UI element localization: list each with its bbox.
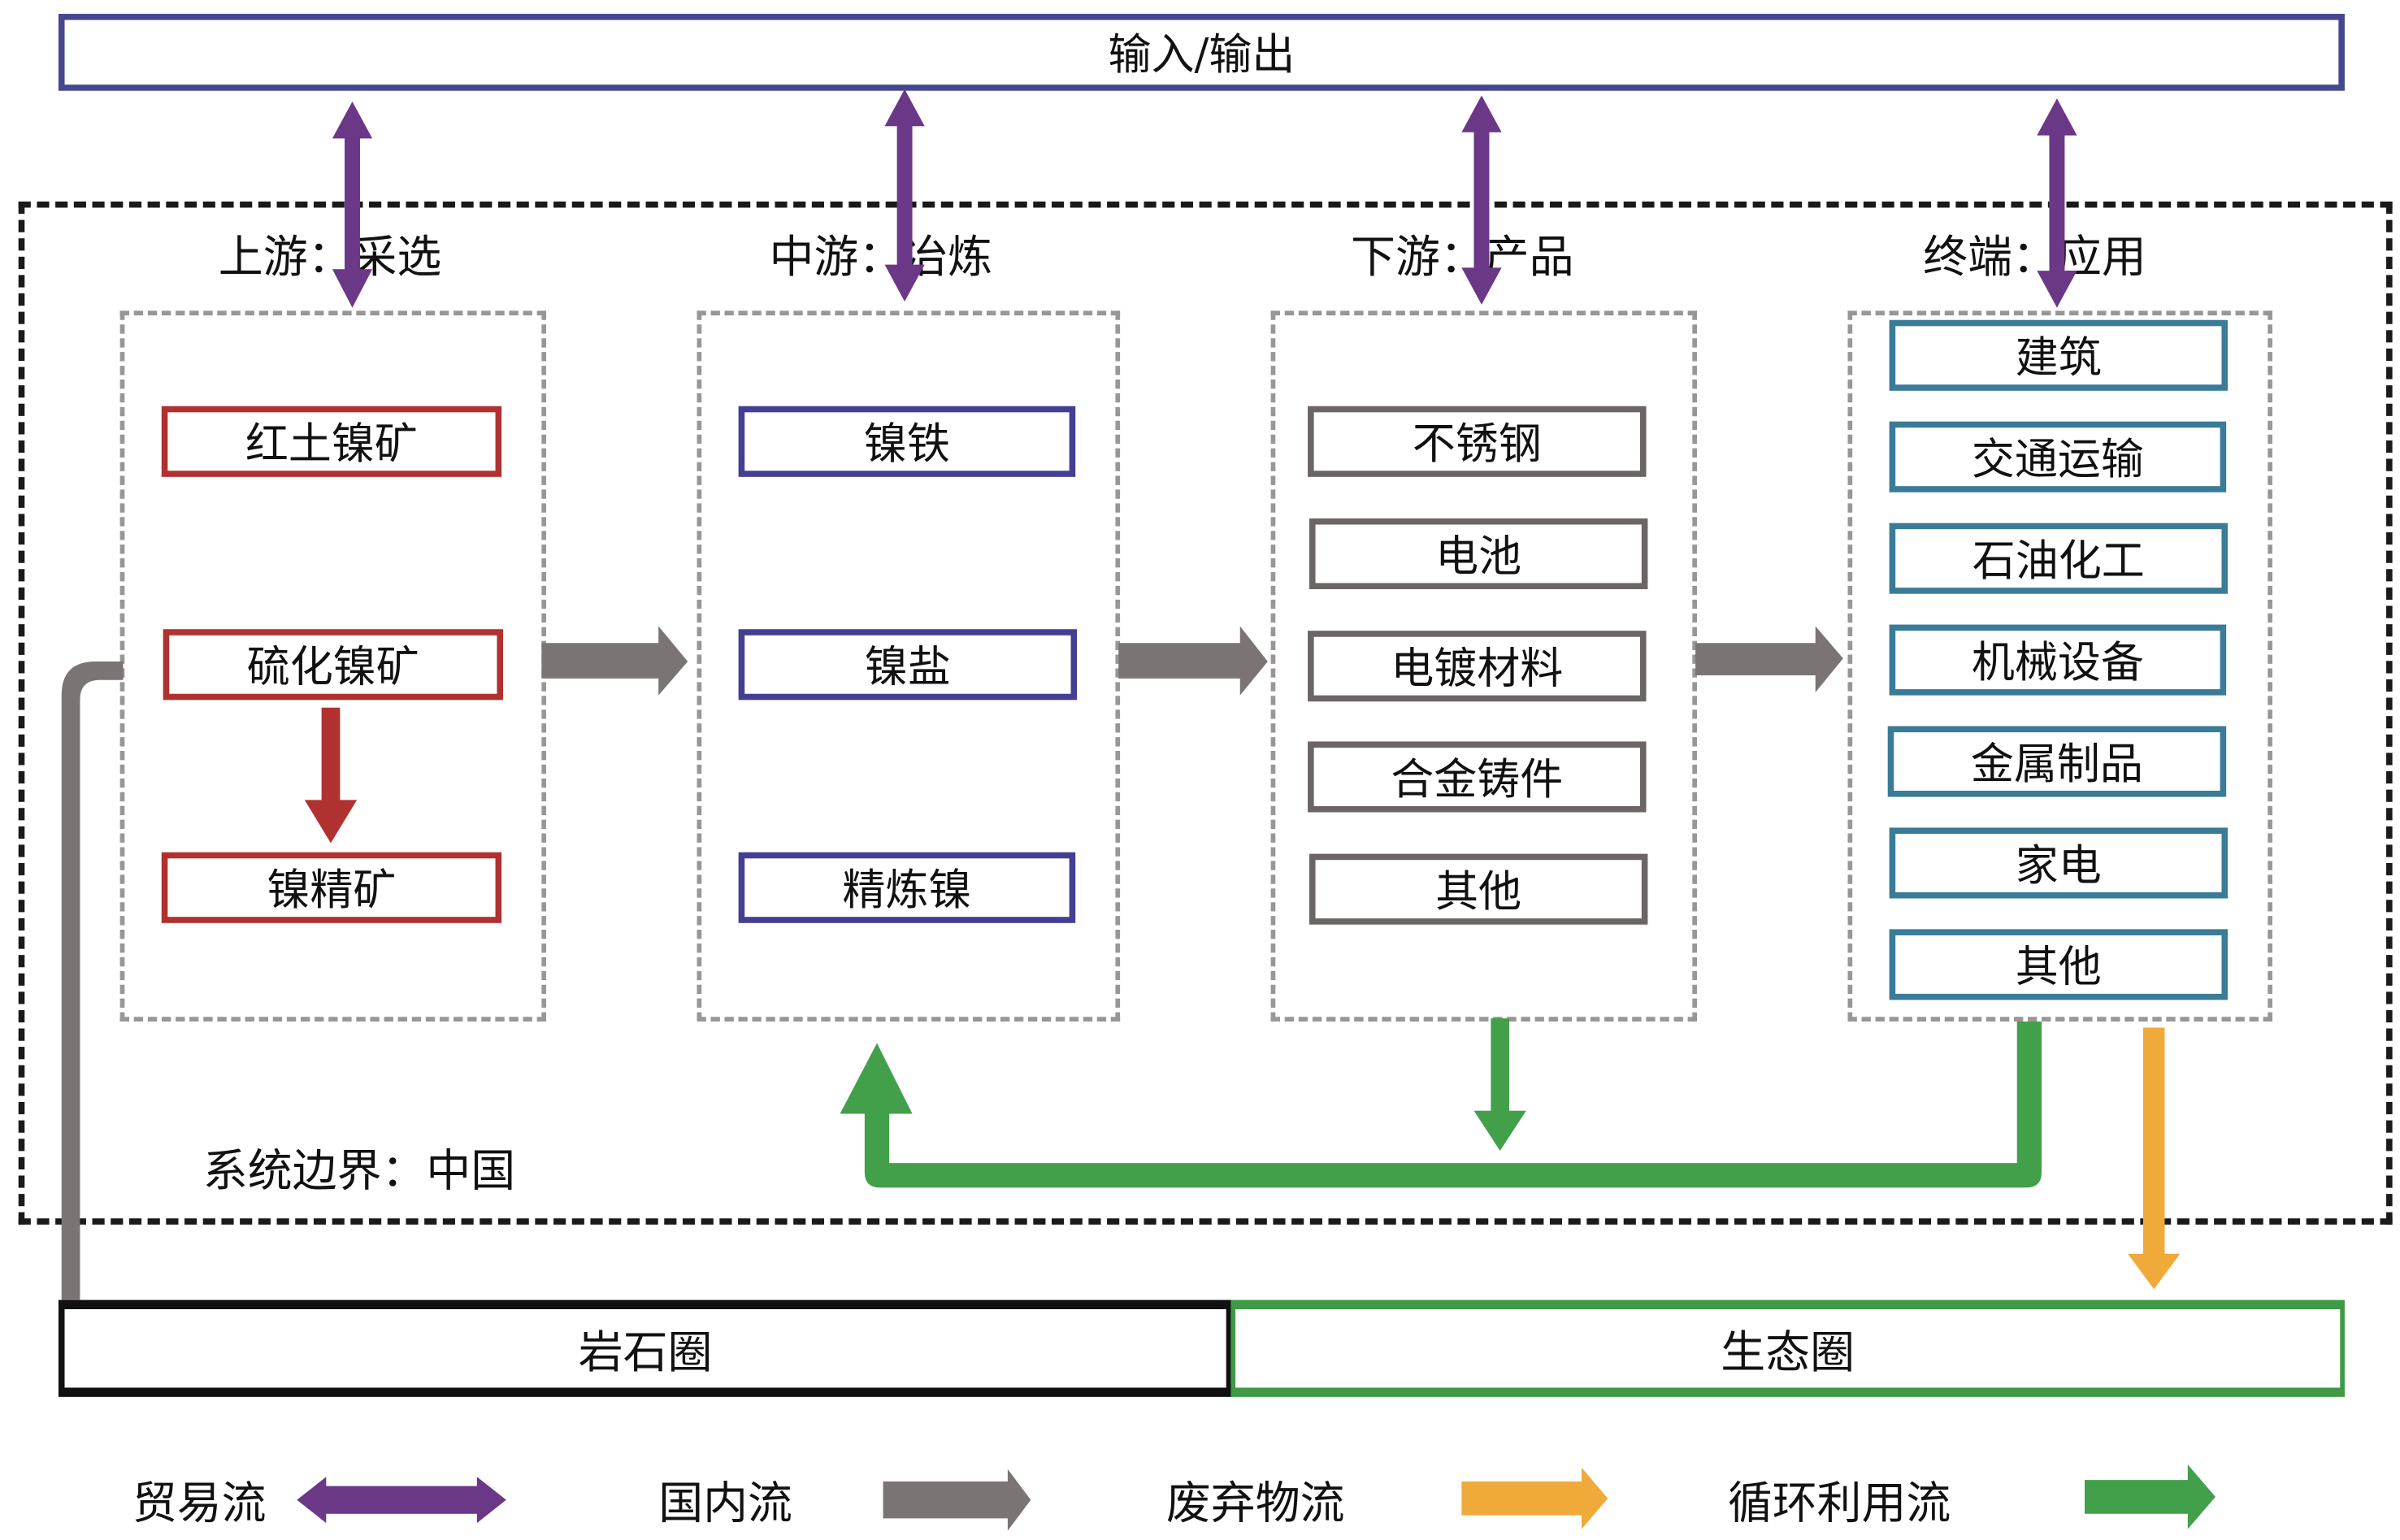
domestic-arrow-1: [541, 626, 688, 696]
domestic-arrow-3: [1695, 626, 1843, 692]
recycle-arrow-down: [1473, 1018, 1526, 1151]
stage-title-downstream: 下游：产品: [1351, 230, 1574, 284]
waste-arrow: [2128, 1027, 2181, 1290]
trade-arrow-terminal: [2037, 98, 2077, 308]
node-other-applications: 其他: [1889, 929, 2229, 1000]
node-laterite-ore: 红土镍矿: [161, 406, 502, 477]
system-boundary-label: 系统边界：中国: [202, 1144, 516, 1197]
node-nickel-salt: 镍盐: [738, 629, 1078, 701]
stage-title-upstream: 上游：采选: [218, 230, 442, 284]
node-refined-nickel: 精炼镍: [738, 852, 1076, 923]
legend-waste-icon: [1461, 1467, 1608, 1529]
trade-flow-arrows: [332, 89, 2077, 308]
trade-arrow-upstream: [332, 101, 373, 308]
group-terminal: [1847, 310, 2272, 1022]
node-construction: 建筑: [1889, 319, 2229, 391]
domestic-return-pipe: [61, 661, 124, 1300]
node-sulfide-ore: 硫化镍矿: [163, 629, 504, 701]
legend-recycle-icon: [2085, 1464, 2216, 1529]
node-petrochemical: 石油化工: [1889, 523, 2229, 594]
legend-trade-icon: [297, 1477, 506, 1524]
biosphere-box: 生态圈: [1230, 1299, 2345, 1397]
legend-domestic-label: 国内流: [658, 1477, 792, 1529]
domestic-arrow-2: [1118, 626, 1268, 696]
node-metal-products: 金属制品: [1887, 726, 2227, 797]
node-battery: 电池: [1308, 518, 1648, 590]
group-downstream: [1270, 310, 1697, 1022]
node-alloy-castings: 合金铸件: [1308, 741, 1647, 813]
legend-waste-label: 废弃物流: [1165, 1477, 1345, 1529]
stage-title-midstream: 中游：冶炼: [769, 230, 993, 284]
recycle-flow-arrows: [840, 1018, 2042, 1188]
domestic-flow-arrows: [61, 626, 1843, 1300]
trade-arrow-downstream: [1461, 95, 1502, 305]
legend-domestic-icon: [883, 1468, 1031, 1531]
biosphere-label: 生态圈: [1721, 1325, 1855, 1378]
node-electroplating: 电镀材料: [1308, 631, 1647, 702]
stage-title-terminal: 终端：应用: [1923, 230, 2146, 284]
node-other-products: 其他: [1308, 853, 1648, 925]
internal-arrow-sulfide-to-concentrate: [304, 707, 358, 844]
lithosphere-box: 岩石圈: [58, 1299, 1233, 1397]
node-stainless-steel: 不锈钢: [1308, 406, 1647, 477]
node-machinery: 机械设备: [1889, 624, 2227, 696]
system-boundary: [18, 201, 2393, 1225]
legend-recycle-label: 循环利用流: [1727, 1477, 1951, 1529]
group-midstream: [697, 310, 1121, 1022]
recycle-return-loop: [840, 1021, 2042, 1188]
node-home-appliances: 家电: [1889, 827, 2229, 899]
node-nickel-concentrate: 镍精矿: [161, 852, 502, 923]
input-output-box: 输入/输出: [58, 14, 2345, 91]
legend-trade-label: 贸易流: [132, 1477, 267, 1529]
lithosphere-label: 岩石圈: [578, 1325, 713, 1378]
input-output-label: 输入/输出: [1108, 28, 1295, 80]
node-transportation: 交通运输: [1889, 421, 2227, 492]
trade-arrow-midstream: [884, 89, 925, 302]
node-ferronickel: 镍铁: [738, 406, 1076, 477]
